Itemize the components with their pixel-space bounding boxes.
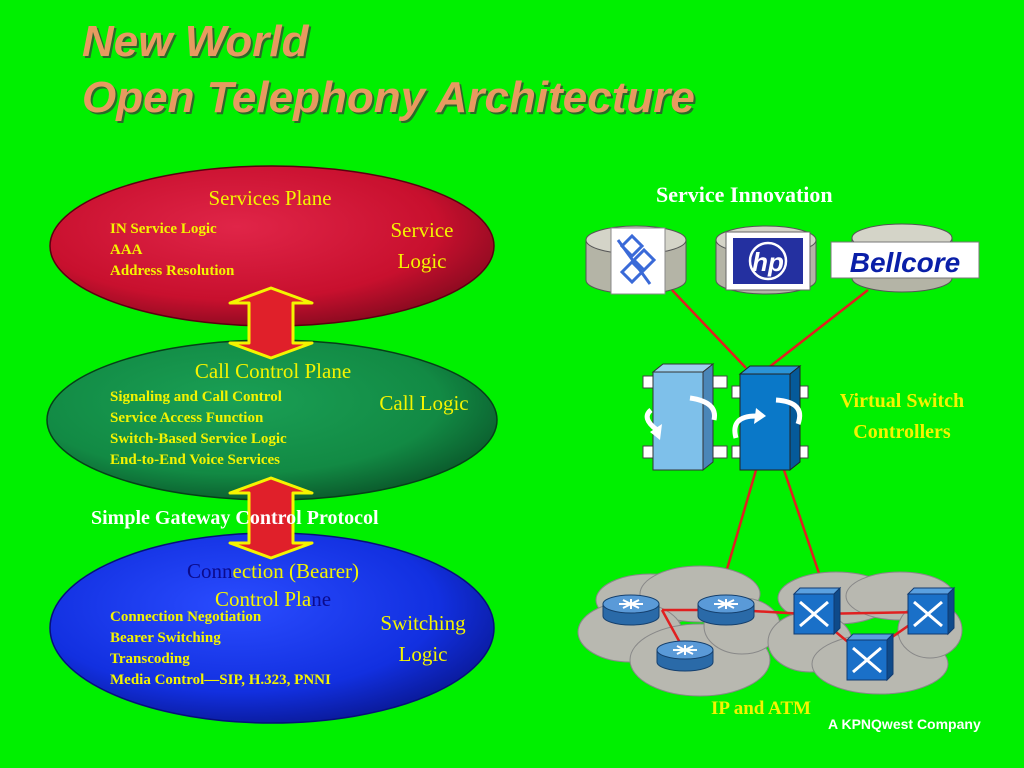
switch-controller-icon [642,362,728,472]
router-icon [602,594,660,626]
list-item: Service Access Function [110,410,264,426]
title-line-1: New World [82,17,309,66]
list-item: Media Control—SIP, H.323, PNNI [110,672,331,688]
connection-plane-title: Connection (Bearer) Control Plane [186,559,360,611]
double-arrow-icon [228,286,314,360]
call-logic-label: Call Logic [379,391,469,415]
service-innovation-label: Service Innovation [656,182,833,207]
footer-company: A KPNQwest Company [828,716,981,732]
router-icon [656,640,714,672]
services-plane-title: Services Plane [208,186,332,210]
atm-switch-icon [906,586,956,636]
list-item: IN Service Logic [110,221,217,237]
virtual-switch-controllers-label: Virtual Switch Controllers [839,390,965,443]
service-logic-label: Service Logic [390,218,454,273]
protocol-label: Simple Gateway Control Protocol [91,507,379,529]
double-arrow-icon [228,476,314,560]
list-item: Connection Negotiation [110,609,262,625]
list-item: End-to-End Voice Services [110,452,281,468]
sun-microsystems-logo-icon [610,227,666,295]
services-plane-items: IN Service Logic AAA Address Resolution [110,219,234,282]
list-item: Bearer Switching [110,630,221,646]
bellcore-logo-icon: Bellcore [830,241,980,279]
list-item: Transcoding [110,651,190,667]
atm-switch-icon [792,586,842,636]
router-icon [697,594,755,626]
hp-logo-icon: hp [725,231,811,291]
bellcore-logo-text: Bellcore [850,247,961,278]
connection-plane-items: Connection Negotiation Bearer Switching … [110,607,331,691]
slide-title: New World Open Telephony Architecture [82,14,695,126]
call-control-plane-title: Call Control Plane [194,359,352,383]
list-item: Signaling and Call Control [110,389,282,405]
list-item: AAA [110,242,143,258]
switch-controller-icon [731,364,809,472]
list-item: Address Resolution [110,263,235,279]
title-line-2: Open Telephony Architecture [82,73,695,122]
call-control-plane-items: Signaling and Call Control Service Acces… [110,387,287,471]
switching-logic-label: Switching Logic [380,611,466,666]
atm-switch-icon [845,632,895,682]
ip-atm-label: IP and ATM [711,698,811,719]
cloud-icon [577,565,781,697]
hp-logo-text: hp [752,247,784,277]
list-item: Switch-Based Service Logic [110,431,287,447]
